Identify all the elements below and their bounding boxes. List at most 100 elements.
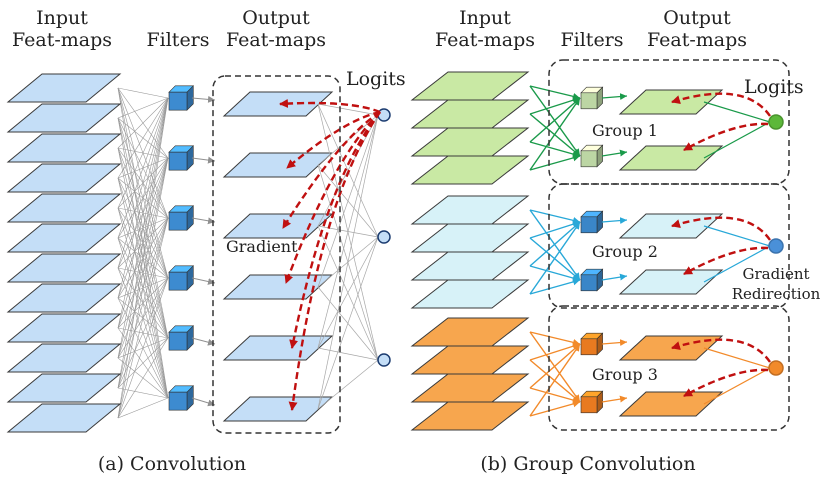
cube-front-face (580, 274, 598, 292)
group-3-filter-cube (580, 332, 604, 356)
panel-a-input-feature-maps (6, 73, 122, 433)
group-1-output-logit-connection (703, 101, 771, 123)
group-3-filter-cube (580, 390, 604, 414)
panel-a-input-header-line1: Input (36, 7, 88, 29)
group-1-gradient-arrow (671, 92, 771, 117)
input-filter-connection (117, 397, 169, 419)
output-logit-connection (317, 114, 379, 288)
group-2-label: Group 2 (592, 242, 658, 261)
output-logit-connection (317, 359, 379, 410)
panel-b-output-header-line1: Output (663, 7, 731, 29)
filter-output-arrow (191, 156, 216, 164)
input-filter-connection (117, 217, 169, 419)
group-2-logit-node (768, 238, 784, 254)
input-filter-connection (117, 97, 169, 239)
filter-cube (168, 325, 195, 351)
input-filter-connection (117, 97, 169, 329)
cube-front-face (580, 216, 598, 234)
panel-a-convolution: Input Feat-maps Filters Output Feat-maps… (6, 7, 406, 475)
output-feature-map (222, 91, 334, 117)
group-3-input-filter-connection (529, 343, 581, 389)
panel-b-gradient-arrows (671, 92, 771, 398)
group-2-input-filter-connection (529, 220, 581, 239)
cube-front-face (168, 91, 188, 111)
group-1-input-filter-connection (529, 97, 581, 143)
input-filter-connection (117, 97, 169, 359)
group-2-input-filter-connection (529, 278, 581, 295)
group-3-input-filter-connection (529, 400, 581, 417)
input-filter-connection (117, 97, 169, 209)
group-3-gradient-arrow (671, 338, 771, 363)
panel-a-gradient-label: Gradient (226, 237, 298, 256)
group-3-input-filter-connection (529, 343, 581, 417)
group-2-input-feature-map (410, 251, 530, 281)
output-feature-map (222, 335, 334, 361)
group-1-input-filter-connection (529, 154, 581, 171)
group-3-output-logit-connection (703, 347, 771, 369)
cube-front-face (168, 271, 188, 291)
group-3-input-filter-connection (529, 331, 581, 403)
group-2-input-feature-map (410, 223, 530, 253)
input-filter-connection (117, 97, 169, 119)
filter-cube (168, 85, 195, 111)
output-logit-connection (317, 236, 379, 349)
cube-front-face (580, 338, 598, 356)
group-1-gradient-arrow (683, 122, 769, 152)
input-filter-connection (117, 387, 169, 399)
panel-b-output-header-line2: Feat-maps (647, 29, 747, 51)
group-1-box (548, 59, 790, 185)
group-3-gradient-arrow (683, 368, 769, 398)
input-feature-map (6, 193, 122, 223)
group-1-filter-cube (580, 144, 604, 168)
group-1-input-filter-connection (529, 141, 581, 158)
group-3-output-feature-map (618, 391, 724, 417)
group-1-label: Group 1 (592, 121, 658, 140)
output-logit-connection (317, 114, 379, 349)
panel-a-output-header-line1: Output (242, 7, 310, 29)
redirection-label-line2: Redirection (732, 285, 821, 303)
cube-front-face (168, 151, 188, 171)
panel-a-logits (317, 103, 391, 410)
group-1-input-filter-connection (529, 96, 581, 115)
input-feature-map (6, 133, 122, 163)
group-1-filter-output-arrow (601, 149, 628, 157)
group-1-input-feature-map (410, 99, 530, 129)
group-1-input-filter-connection (529, 85, 581, 100)
group-2-gradient-arrow (683, 246, 769, 276)
group-3-box (548, 305, 790, 431)
input-filter-connection (117, 157, 169, 419)
group-1-logit-node (768, 114, 784, 130)
group-2-output-feature-map (618, 269, 724, 295)
group-3-input-filter-connection (529, 342, 581, 361)
panel-a-logits-label: Logits (346, 68, 406, 90)
group-2-filter-cube (580, 268, 604, 292)
filter-cube (168, 205, 195, 231)
panel-a-gradient-arrows (279, 99, 381, 411)
group-2-input-filter-connection (529, 209, 581, 224)
group-2-input-feature-map (410, 279, 530, 309)
input-filter-connection (117, 87, 169, 99)
panel-b-group-boxes (548, 59, 790, 431)
input-filter-connection (117, 97, 169, 389)
group-1-input-feature-map (410, 127, 530, 157)
output-logit-connection (317, 236, 379, 410)
filter-output-arrow (191, 397, 216, 407)
input-filter-connection (117, 337, 169, 389)
panel-a-input-header-line2: Feat-maps (12, 29, 112, 51)
cube-front-face (580, 150, 598, 168)
gradient-arrow (281, 111, 381, 229)
group-2-input-filter-connection (529, 221, 581, 295)
panel-a-filters (168, 85, 216, 411)
filter-output-arrow (191, 217, 216, 225)
group-2-gradient-arrow (671, 216, 771, 241)
group-1-filter-output-arrow (601, 93, 628, 101)
input-feature-map (6, 103, 122, 133)
filter-output-arrow (191, 95, 216, 103)
input-filter-connection (117, 97, 169, 149)
group-2-output-logit-connection (703, 245, 771, 283)
panel-b-filters (580, 86, 628, 414)
group-3-filter-output-arrow (601, 339, 628, 347)
output-logit-connection (317, 114, 379, 410)
panel-a-output-box (212, 75, 341, 434)
filter-cube (168, 265, 195, 291)
